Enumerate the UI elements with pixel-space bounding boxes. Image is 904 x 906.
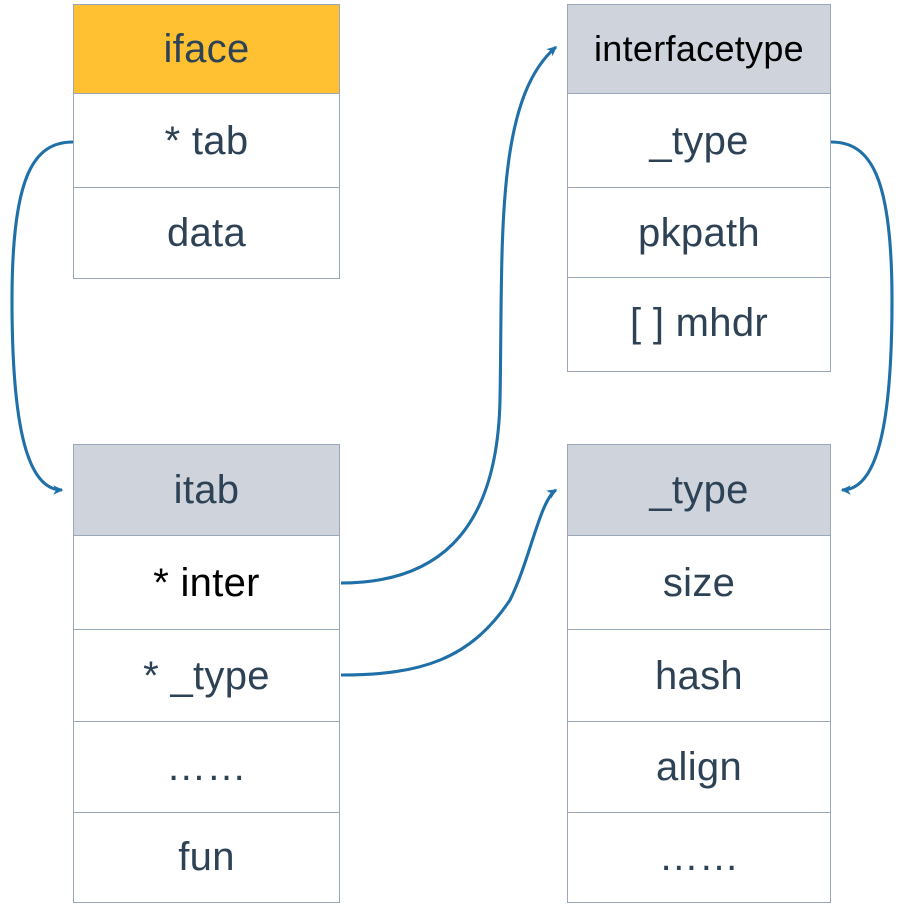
itab-header: itab	[74, 445, 339, 535]
iface-row-data: data	[74, 187, 339, 277]
arrow-interfacetype-type-to-type	[830, 140, 894, 495]
itab-row-ellipsis: ……	[74, 721, 339, 812]
type-header: _type	[568, 445, 830, 535]
itab-row-fun: fun	[74, 812, 339, 901]
interfacetype-row-pkpath: pkpath	[568, 187, 830, 277]
struct-box-iface: iface * tab data	[73, 4, 340, 279]
arrow-itab-type-to-type	[340, 488, 558, 677]
interfacetype-row-mhdr: [ ] mhdr	[568, 277, 830, 368]
iface-row-tab: * tab	[74, 93, 339, 187]
iface-header: iface	[74, 5, 339, 93]
struct-box-itab: itab * inter * _type …… fun	[73, 444, 340, 903]
itab-row-type: * _type	[74, 629, 339, 721]
interfacetype-header: interfacetype	[568, 5, 830, 93]
interfacetype-row-type: _type	[568, 93, 830, 187]
arrow-itab-inter-to-interfacetype	[340, 45, 558, 585]
arrow-iface-tab-to-itab	[10, 140, 74, 495]
type-row-align: align	[568, 721, 830, 812]
struct-box-type: _type size hash align ……	[567, 444, 831, 903]
itab-row-inter: * inter	[74, 535, 339, 629]
type-row-hash: hash	[568, 629, 830, 721]
type-row-size: size	[568, 535, 830, 629]
type-row-ellipsis: ……	[568, 812, 830, 901]
struct-box-interfacetype: interfacetype _type pkpath [ ] mhdr	[567, 4, 831, 372]
